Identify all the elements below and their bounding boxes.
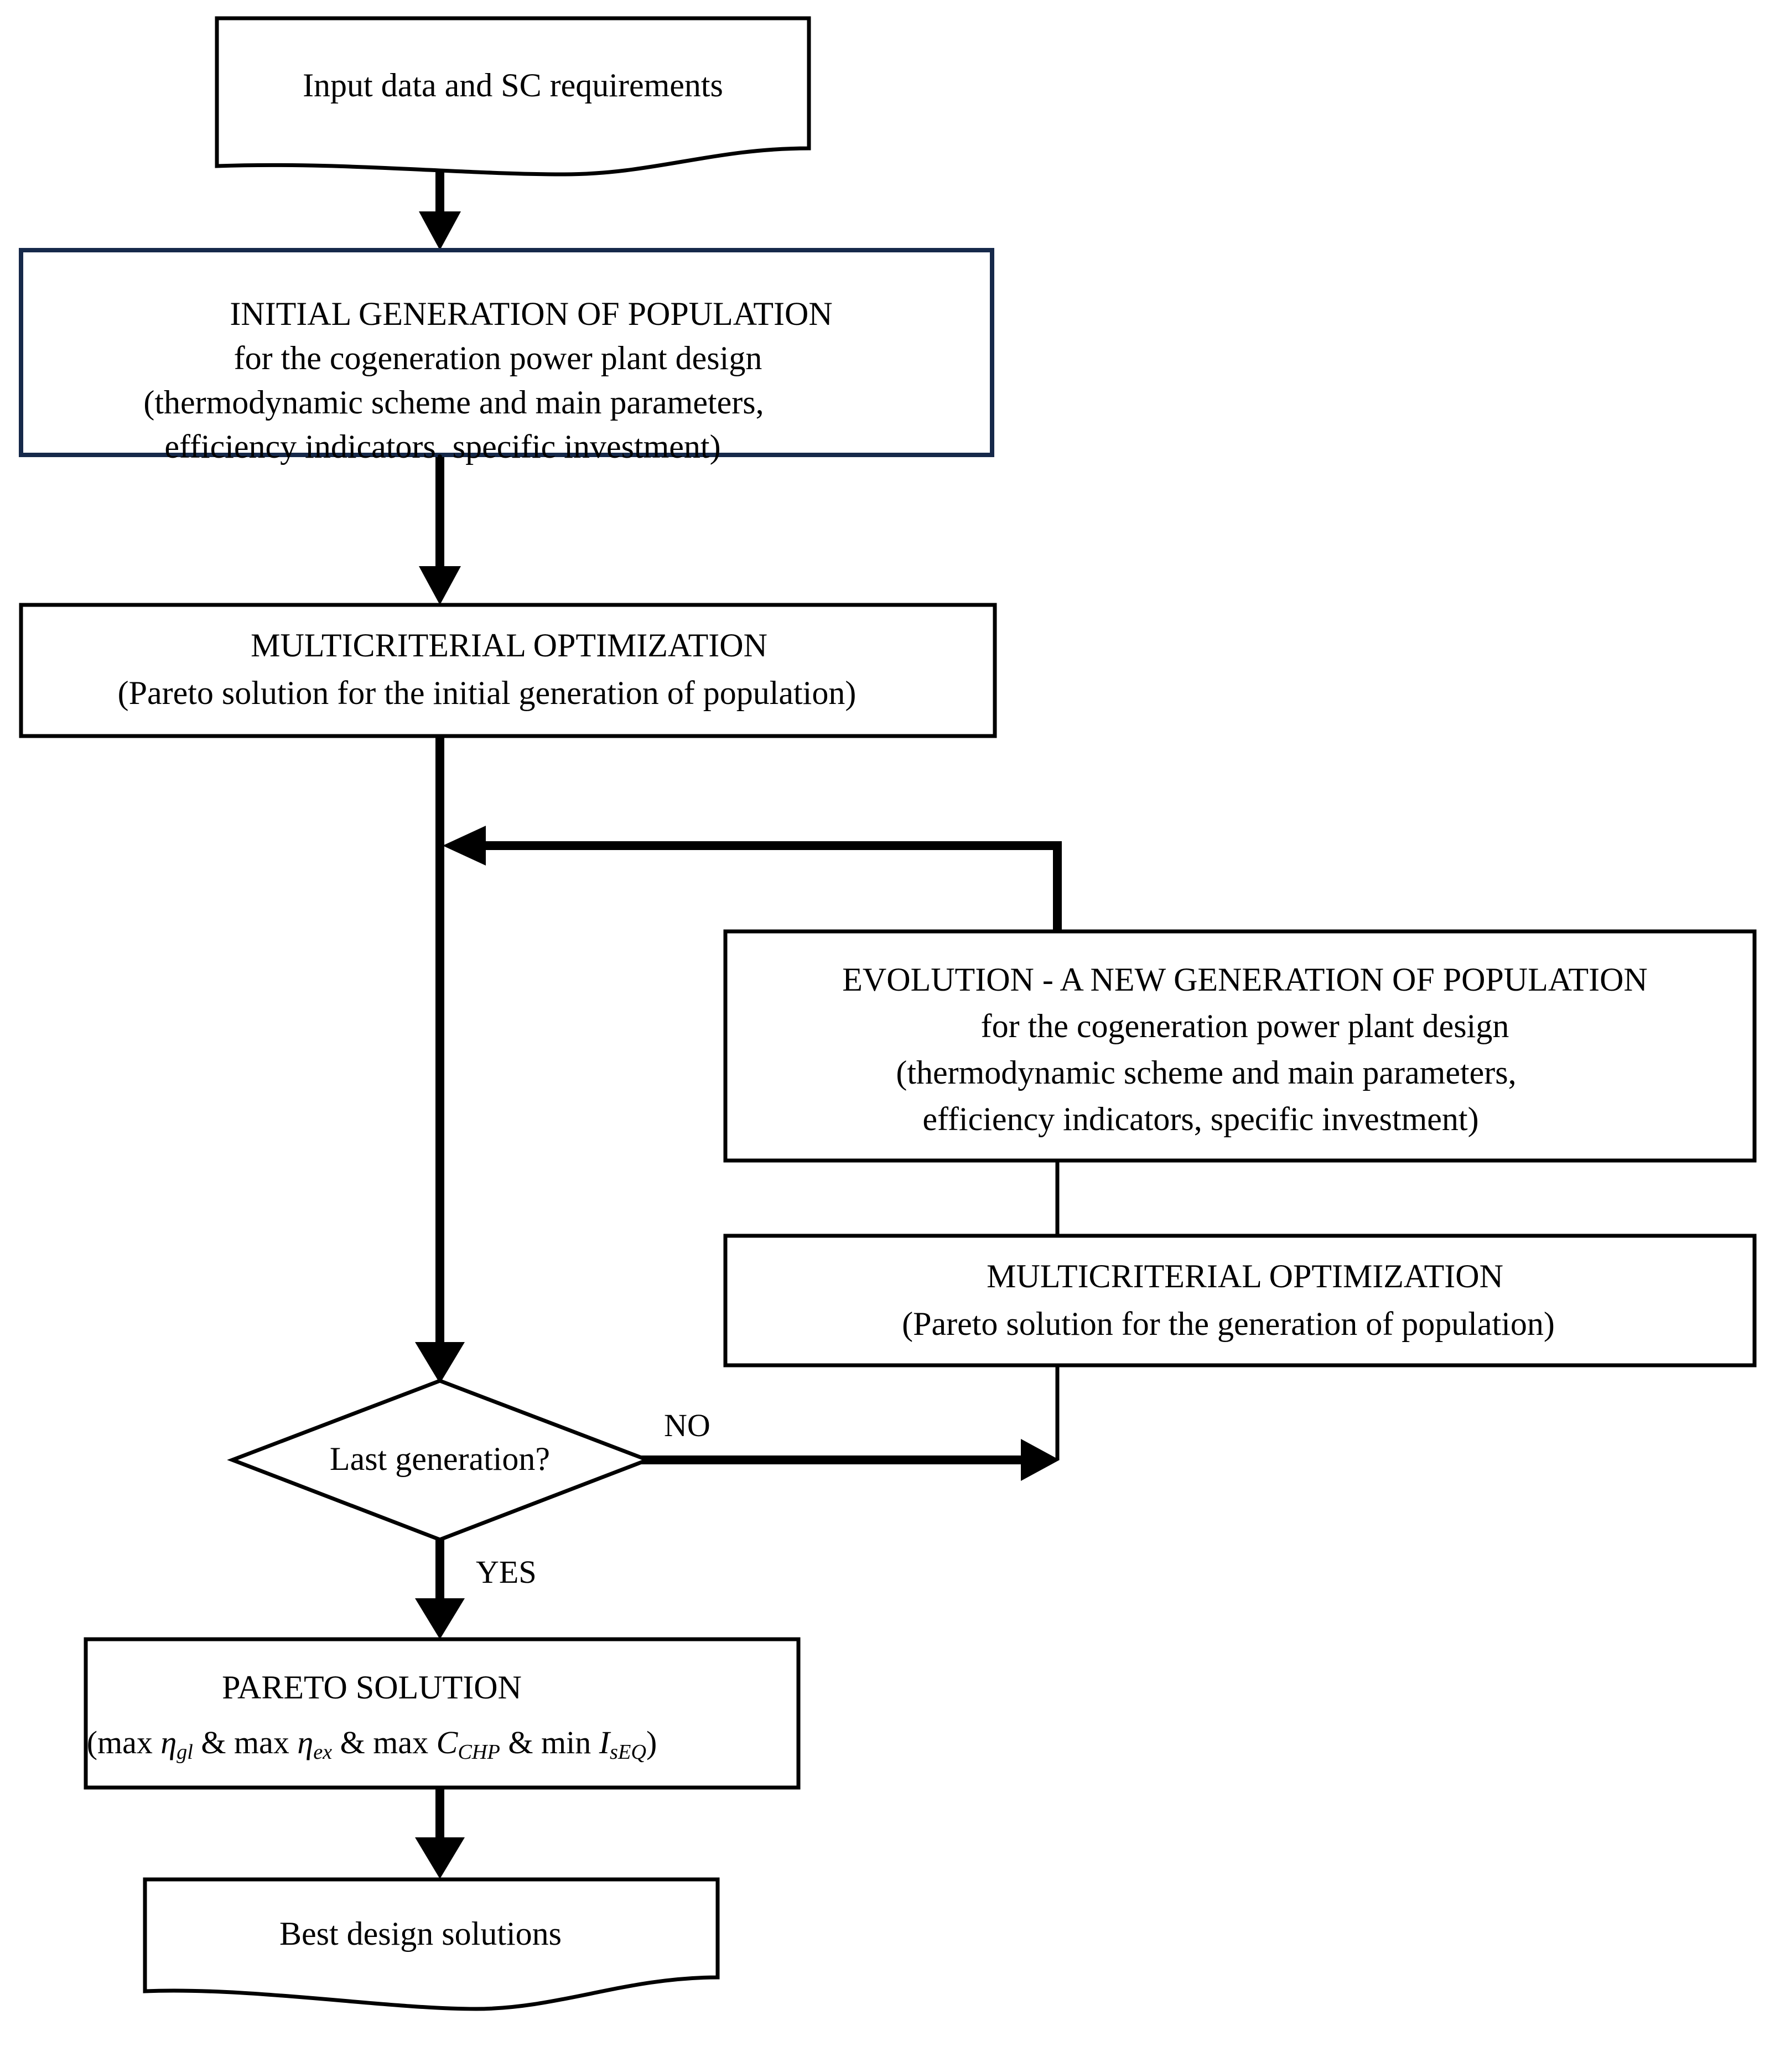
input-data-label: Input data and SC requirements — [303, 67, 723, 103]
formula-close: ) — [646, 1724, 657, 1760]
formula-term1-base: η — [160, 1724, 177, 1760]
edge-loop-back-to-main — [443, 826, 1062, 931]
pareto-solution-shape — [84, 1637, 801, 1790]
best-design-solutions-label: Best design solutions — [279, 1915, 562, 1952]
initial-generation-shape — [19, 248, 994, 457]
formula-open: (max — [87, 1724, 161, 1760]
edge-initial-to-mco1 — [419, 455, 461, 605]
evolution-line-4: efficiency indicators, specific investme… — [922, 1101, 1478, 1137]
node-evolution-new-generation[interactable]: EVOLUTION - A NEW GENERATION OF POPULATI… — [723, 929, 1757, 1163]
evolution-line-1: EVOLUTION - A NEW GENERATION OF POPULATI… — [842, 961, 1647, 998]
pareto-solution-formula: (max ηgl & max ηex & max CCHP & min IsEQ… — [87, 1724, 657, 1763]
evolution-line-2: for the cogeneration power plant design — [981, 1008, 1509, 1044]
initial-generation-line-2: for the cogeneration power plant design — [234, 340, 762, 376]
mco-initial-line-1: MULTICRITERIAL OPTIMIZATION — [251, 627, 767, 664]
node-pareto-solution[interactable]: PARETO SOLUTION (max ηgl & max ηex & max… — [84, 1637, 801, 1790]
edge-decision-no — [635, 1439, 1060, 1481]
mco-generation-line-1: MULTICRITERIAL OPTIMIZATION — [987, 1258, 1503, 1294]
formula-term3-base: C — [437, 1724, 459, 1760]
node-initial-generation[interactable]: INITIAL GENERATION OF POPULATION for the… — [19, 248, 994, 465]
edge-mco1-to-decision — [415, 736, 465, 1384]
formula-term2-base: η — [297, 1724, 313, 1760]
evolution-shape — [723, 929, 1757, 1163]
pareto-solution-title: PARETO SOLUTION — [222, 1669, 522, 1706]
evolution-line-3: (thermodynamic scheme and main parameter… — [896, 1054, 1516, 1091]
best-design-solutions-shape — [143, 1877, 720, 2011]
edge-label-yes: YES — [476, 1554, 537, 1590]
formula-sep2: & max — [332, 1724, 436, 1760]
node-multicriterial-optimization-generation[interactable]: MULTICRITERIAL OPTIMIZATION (Pareto solu… — [723, 1234, 1757, 1367]
mco-generation-shape — [723, 1234, 1757, 1367]
formula-sep1: & max — [193, 1724, 297, 1760]
formula-term3-sub: CHP — [458, 1741, 500, 1764]
formula-sep3: & min — [500, 1724, 599, 1760]
formula-term4-base: I — [599, 1724, 611, 1760]
decision-label: Last generation? — [330, 1441, 550, 1477]
node-input-data[interactable]: Input data and SC requirements — [215, 16, 811, 177]
initial-generation-line-4: efficiency indicators, specific investme… — [164, 428, 720, 465]
edge-input-to-initial — [419, 166, 461, 250]
edge-decision-yes — [415, 1539, 465, 1639]
node-last-generation-decision[interactable]: Last generation? — [227, 1379, 653, 1542]
formula-term4-sub: sEQ — [610, 1741, 646, 1764]
initial-generation-line-1: INITIAL GENERATION OF POPULATION — [230, 296, 832, 332]
mco-initial-line-2: (Pareto solution for the initial generat… — [118, 675, 857, 711]
mco-initial-shape — [19, 603, 997, 738]
input-data-shape — [215, 16, 811, 177]
edge-pareto-to-best — [415, 1788, 465, 1879]
node-multicriterial-optimization-initial[interactable]: MULTICRITERIAL OPTIMIZATION (Pareto solu… — [19, 603, 997, 738]
node-best-design-solutions[interactable]: Best design solutions — [143, 1877, 720, 2011]
initial-generation-line-3: (thermodynamic scheme and main parameter… — [143, 384, 764, 421]
mco-generation-line-2: (Pareto solution for the generation of p… — [902, 1306, 1555, 1342]
decision-shape — [227, 1379, 653, 1542]
formula-term2-sub: ex — [313, 1741, 332, 1764]
edge-label-no: NO — [664, 1407, 710, 1443]
formula-term1-sub: gl — [177, 1741, 193, 1764]
